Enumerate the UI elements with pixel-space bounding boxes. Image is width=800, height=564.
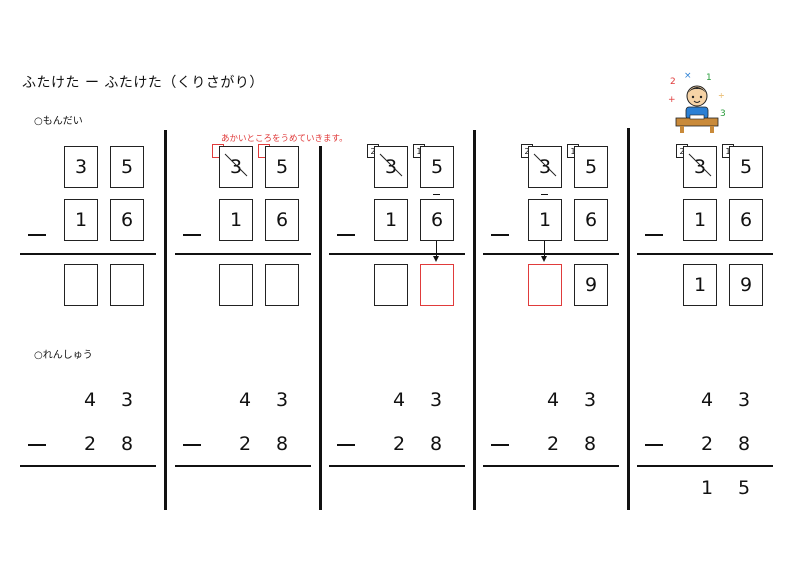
page-title: ふたけた ー ふたけた（くりさがり） [22, 75, 264, 91]
ones-box-bottom: 6 [420, 199, 454, 241]
svg-text:+: + [668, 95, 676, 105]
ones-box-top: 5 [110, 146, 144, 188]
ones-box-bottom: 6 [574, 199, 608, 241]
answer-line [329, 253, 465, 255]
column-divider-4 [627, 128, 630, 510]
tens-box-bottom: 1 [219, 199, 253, 241]
practice-ones-bottom: 8 [275, 433, 289, 455]
ones-answer-box[interactable] [265, 264, 299, 306]
practice-ones-top: 3 [120, 389, 134, 411]
practice-ones-top: 3 [583, 389, 597, 411]
tens-box-bottom: 1 [528, 199, 562, 241]
strike-mark [224, 153, 248, 177]
svg-text:1: 1 [706, 73, 712, 83]
ones-answer-box-red[interactable] [420, 264, 454, 306]
tens-box-top: 3 [683, 146, 717, 188]
minus-sign [183, 444, 201, 446]
column-divider-3 [473, 130, 476, 510]
practice-tens-top: 4 [700, 389, 714, 411]
answer-line [329, 465, 465, 467]
practice-tens-top: 4 [83, 389, 97, 411]
tens-answer-box[interactable] [219, 264, 253, 306]
practice-tens-bottom: 2 [392, 433, 406, 455]
answer-line [483, 465, 619, 467]
ones-answer-box: 9 [574, 264, 608, 306]
practice-tens-bottom: 2 [546, 433, 560, 455]
ones-box-top: 5 [729, 146, 763, 188]
minus-sign [28, 234, 46, 236]
practice-tens-bottom: 2 [238, 433, 252, 455]
minus-sign [337, 234, 355, 236]
answer-line [175, 253, 311, 255]
practice-tens-bottom: 2 [700, 433, 714, 455]
section-practice-label: ○れんしゅう [34, 350, 93, 361]
practice-ones-bottom: 8 [429, 433, 443, 455]
practice-ones-bottom: 8 [120, 433, 134, 455]
tens-answer-box: 1 [683, 264, 717, 306]
illustration-boy-icon: 2 × 1 + ÷ 3 [666, 70, 728, 134]
ones-answer-box: 9 [729, 264, 763, 306]
answer-line [637, 253, 773, 255]
ones-box-top: 5 [265, 146, 299, 188]
minus-sign [183, 234, 201, 236]
ones-answer-box[interactable] [110, 264, 144, 306]
practice-ones-top: 3 [429, 389, 443, 411]
borrow-mark [433, 194, 440, 195]
practice-ones-bottom: 8 [583, 433, 597, 455]
tens-box-top: 3 [219, 146, 253, 188]
minus-sign [337, 444, 355, 446]
answer-line [637, 465, 773, 467]
svg-text:÷: ÷ [718, 91, 725, 100]
arrow-line [544, 241, 545, 257]
tens-box-top: 3 [64, 146, 98, 188]
instruction-note: あかいところをうめていきます。 [221, 134, 348, 144]
answer-line [20, 253, 156, 255]
tens-box-bottom: 1 [683, 199, 717, 241]
section-problem-label: ○もんだい [34, 116, 83, 127]
practice-answer-ones: 5 [737, 477, 751, 499]
strike-mark [533, 153, 557, 177]
practice-answer-tens: 1 [700, 477, 714, 499]
tens-answer-box[interactable] [64, 264, 98, 306]
tens-box-top: 3 [374, 146, 408, 188]
strike-mark [379, 153, 403, 177]
practice-ones-bottom: 8 [737, 433, 751, 455]
answer-line [20, 465, 156, 467]
ones-box-bottom: 6 [110, 199, 144, 241]
practice-tens-bottom: 2 [83, 433, 97, 455]
tens-box-bottom: 1 [64, 199, 98, 241]
minus-sign [645, 444, 663, 446]
tens-box-top: 3 [528, 146, 562, 188]
practice-ones-top: 3 [275, 389, 289, 411]
ones-box-bottom: 6 [265, 199, 299, 241]
svg-text:×: × [684, 71, 692, 81]
strike-mark [688, 153, 712, 177]
svg-text:3: 3 [720, 109, 726, 119]
minus-sign [491, 444, 509, 446]
borrow-mark [541, 194, 548, 195]
tens-answer-box-red[interactable] [528, 264, 562, 306]
tens-box-bottom: 1 [374, 199, 408, 241]
answer-line [483, 253, 619, 255]
column-divider-1 [164, 130, 167, 510]
minus-sign [491, 234, 509, 236]
answer-line [175, 465, 311, 467]
minus-sign [28, 444, 46, 446]
svg-text:2: 2 [670, 77, 676, 87]
practice-tens-top: 4 [392, 389, 406, 411]
practice-ones-top: 3 [737, 389, 751, 411]
practice-tens-top: 4 [546, 389, 560, 411]
ones-box-top: 5 [574, 146, 608, 188]
arrow-down-icon [541, 256, 547, 262]
practice-tens-top: 4 [238, 389, 252, 411]
tens-answer-box[interactable] [374, 264, 408, 306]
minus-sign [645, 234, 663, 236]
arrow-line [436, 241, 437, 257]
ones-box-top: 5 [420, 146, 454, 188]
arrow-down-icon [433, 256, 439, 262]
ones-box-bottom: 6 [729, 199, 763, 241]
column-divider-2 [319, 146, 322, 510]
